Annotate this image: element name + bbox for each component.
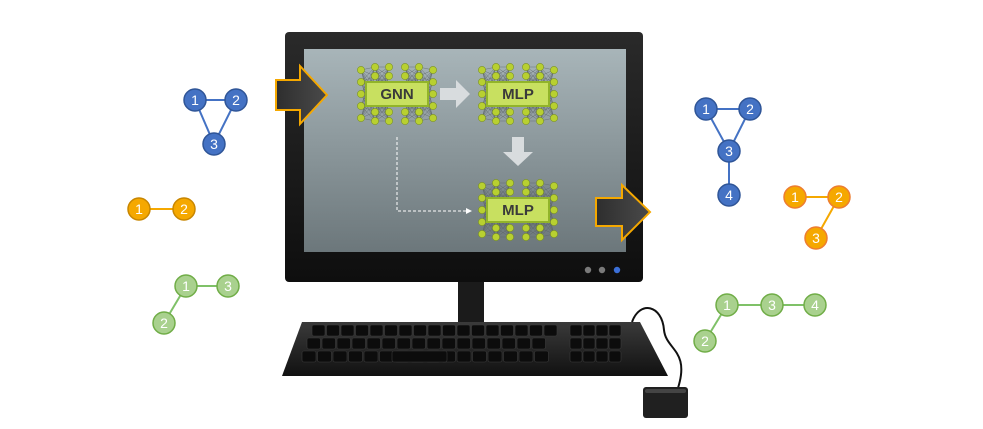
flow-arrows [396,80,533,214]
flow-arrow-down [503,137,533,166]
graph-node [172,197,196,221]
graph-output-star: 1 2 3 4 [694,97,762,207]
graph-node-label: 1 [702,101,710,117]
graph-node-label: 3 [812,230,820,246]
keyboard-keys[interactable] [301,324,622,363]
graph-node [804,226,828,250]
graph-node-label: 3 [210,136,218,152]
graph-node [827,185,851,209]
monitor-button-1[interactable] [584,266,592,274]
graph-output-triple: 1 2 3 [783,185,851,250]
graph-node [694,97,718,121]
gnn-label: GNN [380,86,413,103]
graph-node-label: 3 [224,278,232,294]
graph-node [760,293,784,317]
mlp-model-top: MLP [486,81,550,107]
graph-node-label: 3 [768,297,776,313]
graph-node-label: 1 [791,189,799,205]
graph-node [717,183,741,207]
graph-node-label: 2 [180,201,188,217]
graph-node-label: 4 [811,297,819,313]
input-arrow [275,63,329,127]
graph-node-label: 2 [701,333,709,349]
graph-node-label: 2 [746,101,754,117]
distillation-path [396,137,466,212]
graph-node [224,88,248,112]
gnn-model: GNN [365,81,429,107]
graph-node [693,329,717,353]
graph-node [715,293,739,317]
graph-node [803,293,827,317]
mlp-model-bottom: MLP [486,197,550,223]
graph-node-label: 2 [160,315,168,331]
graph-node [183,88,207,112]
mouse [631,307,688,418]
graph-node [202,132,226,156]
graph-node [216,274,240,298]
monitor-screen [304,49,626,252]
graph-node-label: 3 [725,143,733,159]
mlp-label-bottom: MLP [502,202,534,219]
monitor-button-2[interactable] [598,266,606,274]
mlp-label-top: MLP [502,86,534,103]
graph-node-label: 1 [191,92,199,108]
graph-node [783,185,807,209]
output-arrow [595,182,652,243]
graph-node-label: 2 [232,92,240,108]
graph-node [174,274,198,298]
graph-node [152,311,176,335]
keyboard [282,322,668,376]
graph-node-label: 1 [182,278,190,294]
graph-node [127,197,151,221]
graph-output-path: 1 3 4 2 [693,293,827,353]
graph-node-label: 4 [725,187,733,203]
graph-input-pair: 1 2 [127,197,196,221]
graph-input-triangle: 1 2 3 [183,88,248,156]
graph-node-label: 1 [723,297,731,313]
monitor-stand [458,282,484,327]
graph-node-label: 2 [835,189,843,205]
graph-node-label: 1 [135,201,143,217]
mouse-body[interactable] [643,387,688,418]
monitor [285,32,643,327]
graph-input-path: 1 3 2 [152,274,240,335]
graph-node [717,139,741,163]
flow-arrow-right [440,80,470,108]
power-button[interactable] [613,266,621,274]
graph-node [738,97,762,121]
